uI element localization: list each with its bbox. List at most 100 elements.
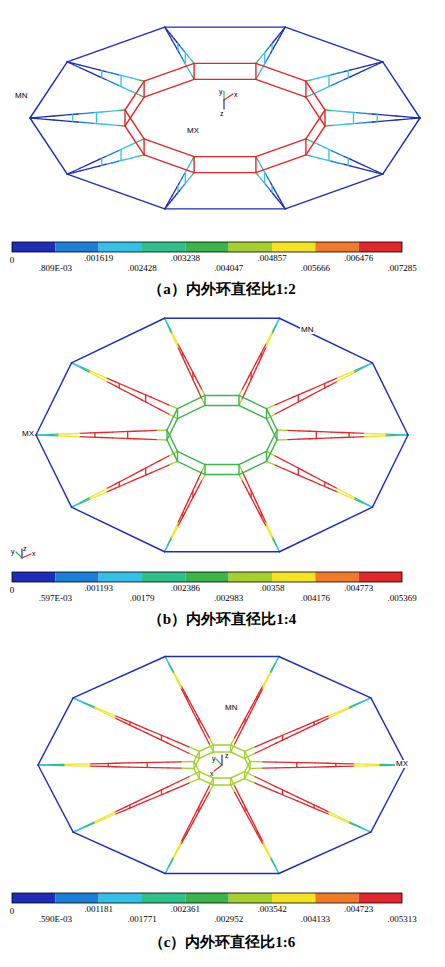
member-line [325, 125, 333, 127]
member-line [138, 80, 144, 82]
member-line [310, 438, 321, 440]
member-line [252, 494, 255, 501]
member-line [192, 372, 193, 379]
member-line [147, 733, 158, 738]
member-line [299, 430, 310, 432]
member-line [168, 537, 171, 544]
member-line [311, 480, 320, 484]
member-line [350, 822, 361, 827]
member-line [293, 465, 302, 470]
member-line [319, 382, 328, 386]
member-line [242, 383, 245, 389]
member-line [365, 113, 373, 115]
member-line [38, 118, 46, 120]
colorbar-value: .001181 [84, 905, 113, 914]
member-line [120, 149, 121, 160]
member-line [67, 171, 73, 174]
member-line [328, 766, 341, 768]
member-line [199, 745, 213, 751]
member-line [397, 434, 408, 436]
colorbar-segment [229, 572, 272, 582]
member-line [144, 79, 194, 97]
member-line [264, 53, 265, 64]
member-line [357, 168, 363, 170]
member-line [126, 805, 137, 809]
member-line [38, 764, 51, 766]
member-line [332, 82, 338, 85]
member-line [348, 158, 349, 165]
member-line [167, 430, 178, 451]
member-line [332, 73, 338, 75]
member-line [165, 318, 168, 325]
member-line [256, 79, 306, 97]
member-line [319, 479, 328, 484]
member-line [266, 409, 277, 430]
member-line [168, 738, 179, 742]
member-line [73, 657, 165, 698]
colorbar-value: .001619 [84, 254, 113, 263]
member-line [250, 768, 263, 770]
member-line [117, 125, 125, 127]
member-line [86, 71, 92, 74]
member-line [246, 376, 249, 382]
member-line [125, 110, 144, 139]
colorbar-value: .00358 [260, 584, 285, 593]
colorbar-segment [99, 572, 142, 582]
member-line [127, 432, 128, 439]
axis-letter: z [23, 545, 27, 552]
member-line [350, 823, 361, 827]
member-line [275, 409, 284, 414]
member-line [145, 439, 156, 441]
member-line [255, 63, 256, 79]
member-line [306, 110, 325, 139]
member-line [165, 873, 279, 874]
member-line [250, 372, 251, 379]
member-line [125, 81, 144, 110]
colorbar-value: .003238 [171, 254, 200, 263]
member-line [101, 123, 109, 125]
member-line [204, 465, 205, 475]
member-line [202, 475, 205, 481]
member-line [348, 433, 349, 438]
member-line [256, 362, 259, 369]
member-line [16, 552, 22, 558]
member-line [185, 172, 186, 183]
axis-letter: y [219, 88, 223, 95]
member-line [107, 484, 116, 489]
member-line [357, 162, 363, 165]
member-line [165, 208, 286, 209]
colorbar-segment [12, 572, 402, 582]
colorbar-value: .004723 [344, 905, 373, 914]
member-line [299, 438, 310, 440]
member-line [263, 761, 276, 763]
colorbar-segment [315, 572, 358, 582]
colorbar-segment [142, 893, 185, 903]
member-line [346, 496, 355, 500]
member-line [246, 487, 249, 493]
member-line [205, 474, 239, 475]
member-line [86, 67, 92, 69]
member-line [287, 796, 298, 800]
member-line [346, 372, 355, 377]
member-line [280, 31, 282, 35]
member-line [64, 765, 77, 767]
member-line [147, 729, 158, 733]
member-line [271, 858, 275, 866]
member-line [125, 145, 131, 148]
member-line [51, 765, 64, 767]
member-line [169, 664, 173, 672]
member-line [313, 722, 314, 725]
member-line [285, 27, 383, 62]
member-line [276, 318, 279, 325]
colorbar-value: .597E-03 [39, 594, 72, 603]
colorbar-value: 0 [10, 907, 15, 916]
member-line [293, 400, 302, 405]
member-line [199, 751, 200, 758]
member-line [364, 503, 373, 508]
member-line [306, 81, 325, 110]
member-line [167, 419, 178, 440]
member-line [112, 437, 123, 439]
member-line [255, 742, 266, 746]
member-line [46, 119, 54, 121]
member-line [339, 708, 350, 713]
